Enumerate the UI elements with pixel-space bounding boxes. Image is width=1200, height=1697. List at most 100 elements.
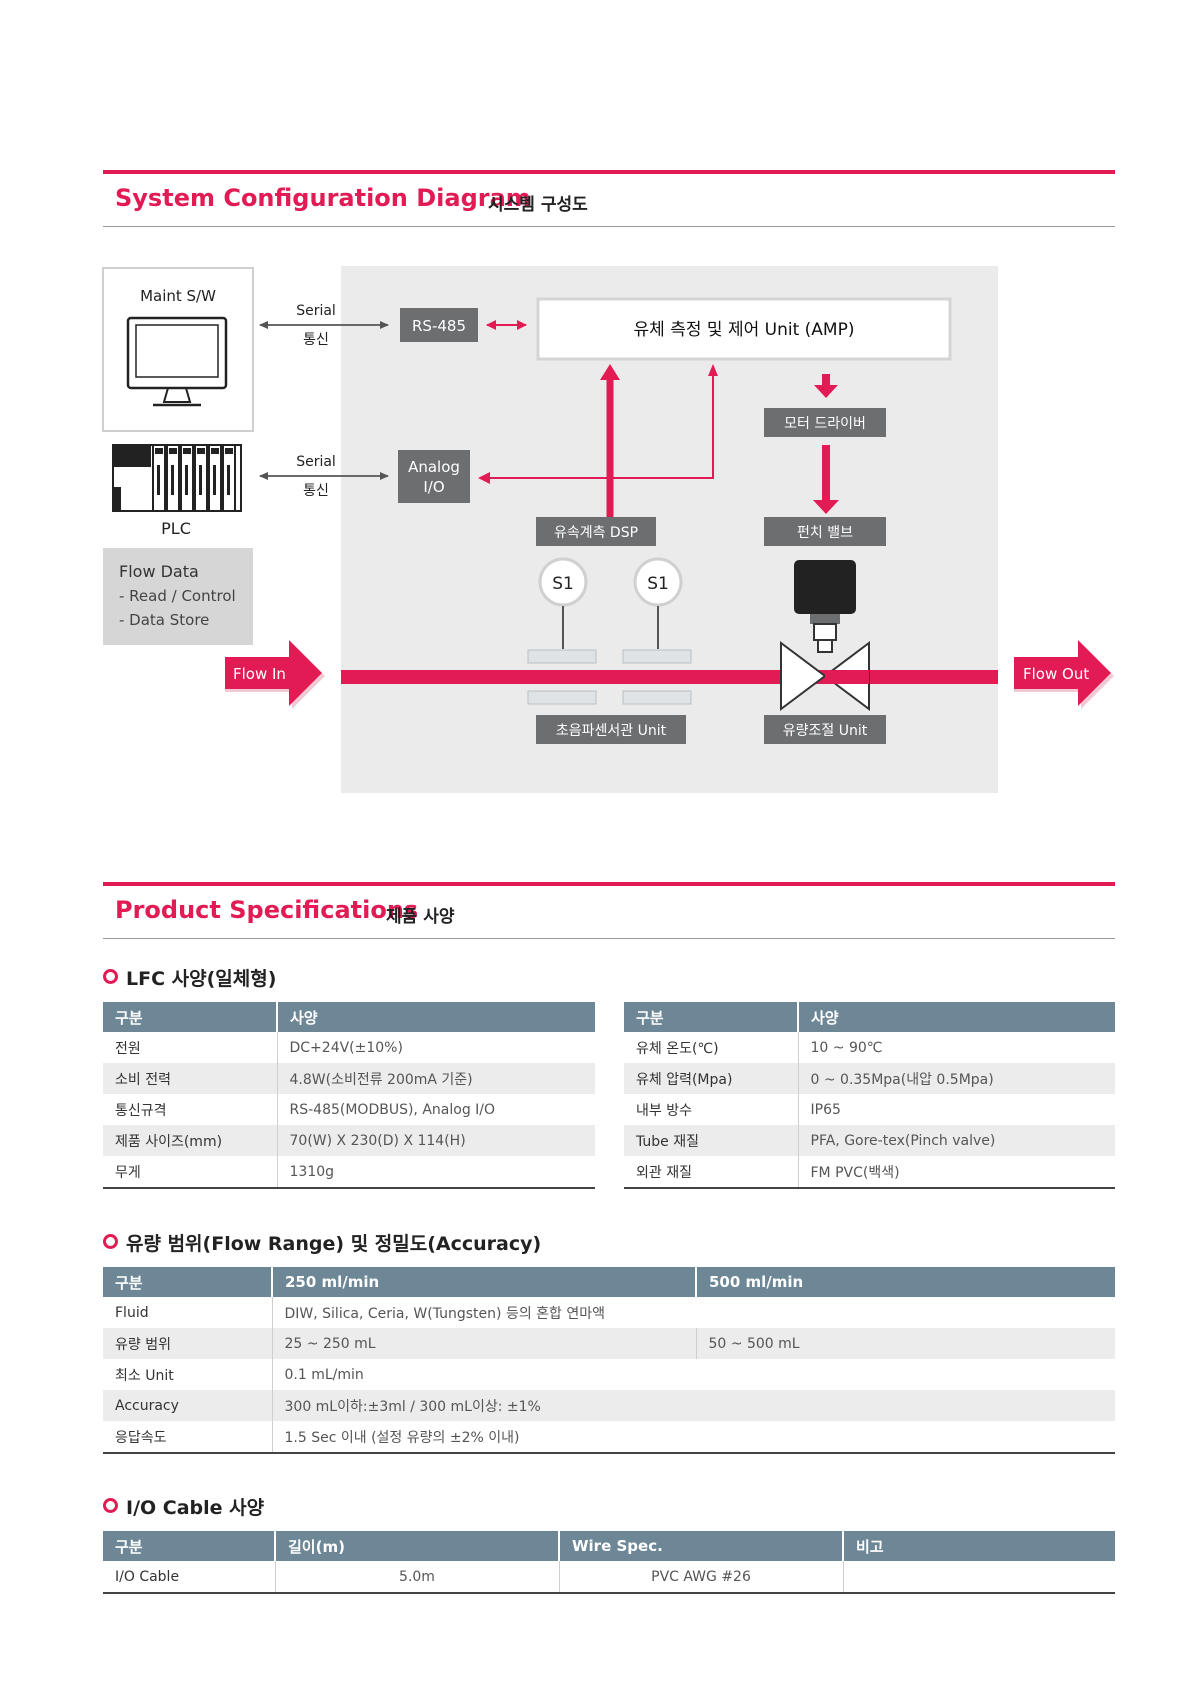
comm-label-2: 통신 [303,483,329,499]
rs485-box [400,308,478,342]
col-header: 구분 [103,1002,278,1032]
flow-out-arrow: Flow Out [1014,640,1114,709]
maint-sw-label: Maint S/W [140,287,216,305]
cell: 유체 온도(℃) [624,1032,799,1063]
cell [843,1561,1115,1594]
col-header: 사양 [798,1002,1115,1032]
serial-label-1: Serial [296,303,336,319]
cell: 1.5 Sec 이내 (설정 유량의 ±2% 이내) [272,1421,1115,1454]
cell: Fluid [103,1297,273,1328]
cell: RS-485(MODBUS), Analog I/O [289,1101,496,1118]
section-header-specs: Product Specifications 제품 사양 [103,882,1115,939]
table-row: I/O Cable 5.0m PVC AWG #26 [103,1561,1115,1594]
analog-io-box [398,450,470,503]
io-cable-heading: I/O Cable 사양 [103,1493,264,1520]
cell: 통신규격 [103,1094,278,1125]
sensor-1-label: S1 [552,574,574,594]
cell: 응답속도 [103,1421,273,1454]
io-cable-heading-text: I/O Cable 사양 [126,1497,265,1519]
cell: 제품 사이즈(mm) [103,1125,278,1156]
analog-label-2: I/O [423,478,444,496]
motor-driver-box [764,408,886,437]
cell: 소비 전력 [103,1063,278,1094]
dsp-to-analog-line [610,373,714,479]
section-title-ko: 시스템 구성도 [488,195,588,215]
maint-sw-box: Maint S/W [102,267,254,432]
motor-driver-label: 모터 드라이버 [784,416,866,432]
flow-data-line1: - Read / Control [119,587,236,605]
flow-in-arrow: Flow In [225,640,325,709]
section-header-config: System Configuration Diagram 시스템 구성도 [103,170,1115,227]
monitor-icon [126,316,228,407]
flow-data-line2: - Data Store [119,611,209,629]
table-row: 유체 압력(Mpa)0 ~ 0.35Mpa(내압 0.5Mpa) [624,1063,1115,1094]
col-header: 구분 [103,1267,273,1297]
cell: 25 ~ 250 mL [272,1328,697,1359]
cell: IP65 [810,1101,841,1118]
cell: 0 ~ 0.35Mpa(내압 0.5Mpa) [798,1063,1115,1094]
lfc-right-table: 구분 사양 유체 온도(℃)10 ~ 90℃ 유체 압력(Mpa)0 ~ 0.3… [624,1002,1115,1189]
section-title-en: Product Specifications [115,896,419,924]
cell: FM PVC(백색) [798,1156,1115,1189]
cell: Tube 재질 [624,1125,799,1156]
amp-unit-label: 유체 측정 및 제어 Unit (AMP) [634,320,855,340]
cell: 유량 범위 [103,1328,273,1359]
io-cable-table: 구분 길이(m) Wire Spec. 비고 I/O Cable 5.0m PV… [103,1531,1115,1594]
cell: DC+24V(±10%) [289,1039,403,1056]
lfc-heading: LFC 사양(일체형) [103,964,276,991]
system-configuration-diagram: Maint S/W PLC [102,266,1114,793]
cell: 4.8W(소비전류 200mA 기준) [277,1063,595,1094]
plc-label: PLC [161,519,191,538]
cell: 무게 [103,1156,278,1189]
cell: PVC AWG #26 [559,1561,844,1594]
cell: 50 ~ 500 mL [696,1328,1115,1359]
ultrasonic-unit-label: 초음파센서관 Unit [556,723,667,739]
table-row: 유체 온도(℃)10 ~ 90℃ [624,1032,1115,1063]
cell: 0.1 mL/min [284,1366,364,1383]
bullet-ring-icon [103,969,118,984]
col-header: 구분 [624,1002,799,1032]
col-header: 500 ml/min [696,1267,1115,1297]
flow-control-unit-box [764,715,886,744]
cell: I/O Cable [103,1561,276,1594]
sensor-1: S1 [538,557,588,649]
pinch-valve-label: 펀치 밸브 [797,525,853,541]
table-row: 통신규격 RS-485(MODBUS), Analog I/O [103,1094,595,1125]
section-title-ko: 제품 사양 [386,907,455,927]
cell: 최소 Unit [103,1359,273,1390]
lfc-heading-text: LFC 사양(일체형) [126,968,277,990]
ultrasonic-sensor-plates [527,649,692,705]
col-header: 사양 [277,1002,595,1032]
section-title-en: System Configuration Diagram [115,184,531,212]
cell: Accuracy [103,1390,273,1421]
rs485-label: RS-485 [412,317,466,335]
cell: 70(W) X 230(D) X 114(H) [277,1125,595,1156]
cell: 내부 방수 [624,1094,799,1125]
pinch-valve-icon [780,560,870,711]
flow-range-heading: 유량 범위(Flow Range) 및 정밀도(Accuracy) [103,1229,541,1256]
pinch-valve-box [764,517,886,546]
table-row: 최소 Unit 0.1 mL/min [103,1359,1115,1390]
amp-unit-box [536,297,952,361]
comm-label-1: 통신 [303,332,329,348]
col-header: Wire Spec. [559,1531,844,1561]
serial-label-2: Serial [296,454,336,470]
plc-icon [112,444,242,512]
dsp-box [536,517,656,546]
sensor-2-label: S1 [647,574,669,594]
flow-out-label: Flow Out [1023,665,1089,683]
flow-in-label: Flow In [233,665,286,683]
sensor-2: S1 [633,557,683,649]
cell: 1310g [277,1156,595,1189]
col-header: 구분 [103,1531,276,1561]
